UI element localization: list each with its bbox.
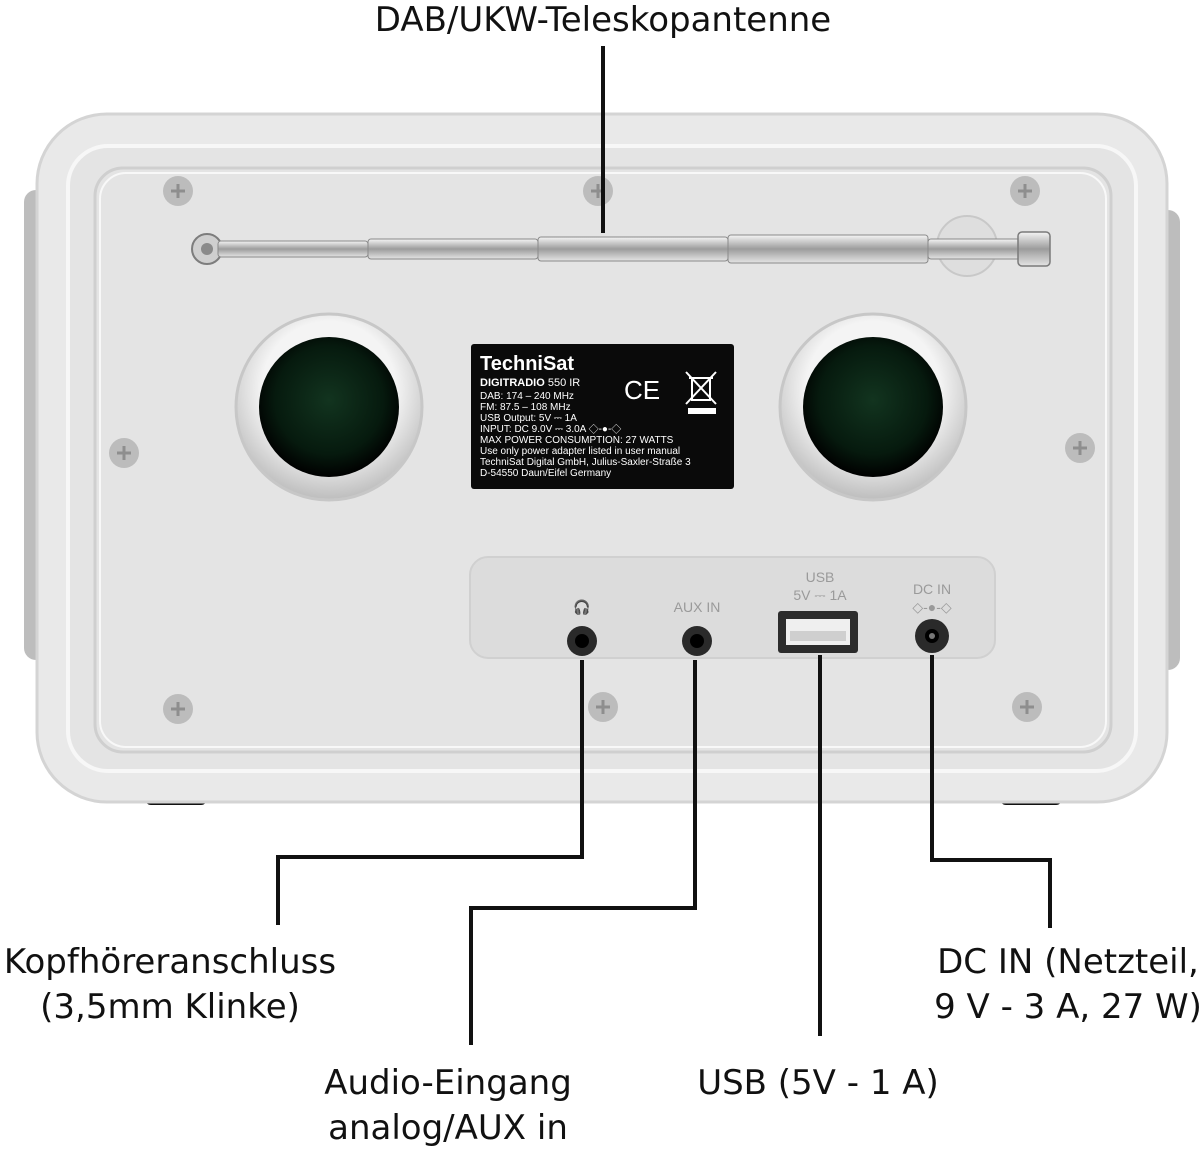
label-brand: TechniSat	[480, 353, 574, 375]
svg-text:DAB: 174 – 240 MHz: DAB: 174 – 240 MHz	[480, 391, 574, 402]
screw	[588, 692, 618, 722]
screw	[1010, 176, 1040, 206]
svg-text:D-54550 Daun/Eifel Germany: D-54550 Daun/Eifel Germany	[480, 468, 611, 479]
svg-text:TechniSat Digital GmbH, Julius: TechniSat Digital GmbH, Julius-Saxler-St…	[480, 457, 691, 468]
screw	[109, 438, 139, 468]
weee-bin-icon	[685, 371, 717, 405]
headphone-icon: 🎧	[573, 599, 590, 616]
telescopic-antenna	[191, 215, 1051, 277]
headphone-jack	[567, 626, 597, 656]
leader-dc	[930, 655, 1052, 928]
dc-callout-line1: DC IN (Netzteil,	[937, 942, 1199, 982]
dc-callout-line2: 9 V - 3 A, 27 W)	[934, 987, 1200, 1027]
leader-aux	[469, 660, 697, 1045]
aux-port-label: AUX IN	[674, 599, 721, 615]
svg-text:FM: 87.5 – 108 MHz: FM: 87.5 – 108 MHz	[480, 402, 571, 413]
headphone-callout-line2: (3,5mm Klinke)	[40, 987, 300, 1027]
speaker-port-left	[234, 312, 424, 502]
svg-text:MAX POWER CONSUMPTION: 27 WATT: MAX POWER CONSUMPTION: 27 WATTS	[480, 435, 674, 446]
svg-text:INPUT: DC 9.0V ⎓ 3.0A ◇-●-◇: INPUT: DC 9.0V ⎓ 3.0A ◇-●-◇	[480, 424, 621, 435]
rating-label: TechniSat DIGITRADIO 550 IR DAB: 174 – 2…	[471, 344, 734, 489]
usb-socket	[778, 611, 858, 653]
aux-jack	[682, 626, 712, 656]
aux-callout-line1: Audio-Eingang	[324, 1063, 572, 1103]
screw	[1065, 433, 1095, 463]
usb-callout: USB (5V - 1 A)	[697, 1063, 939, 1103]
label-model: DIGITRADIO 550 IR	[480, 377, 580, 389]
svg-text:Use only power adapter listed: Use only power adapter listed in user ma…	[480, 446, 680, 457]
antenna-callout: DAB/UKW-Teleskopantenne	[375, 0, 831, 40]
label-specs: DAB: 174 – 240 MHz FM: 87.5 – 108 MHz US…	[480, 391, 691, 479]
aux-callout-line2: analog/AUX in	[328, 1108, 568, 1148]
speaker-port-right	[778, 312, 968, 502]
dc-port-label: DC IN	[913, 581, 951, 597]
screw	[163, 176, 193, 206]
leader-headphone	[276, 660, 584, 925]
usb-port-label: USB	[806, 569, 835, 585]
ce-mark: CE	[624, 375, 660, 405]
dc-port-polarity: ◇-●-◇	[912, 599, 952, 615]
headphone-callout-line1: Kopfhöreranschluss	[4, 942, 336, 982]
svg-text:USB Output: 5V ⎓ 1A: USB Output: 5V ⎓ 1A	[480, 413, 577, 424]
dc-jack	[915, 619, 949, 653]
usb-port-rating: 5V ⎓ 1A	[793, 587, 847, 603]
screw	[1012, 692, 1042, 722]
connector-panel	[469, 556, 996, 659]
screw	[583, 176, 613, 206]
screw	[163, 694, 193, 724]
leader-lines	[276, 46, 1052, 1045]
